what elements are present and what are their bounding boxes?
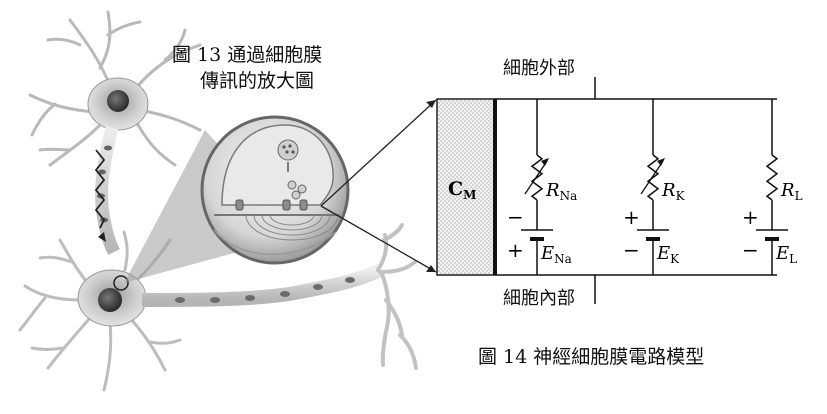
lower-axon-myelin-nodes (175, 277, 355, 303)
axon-terminals (376, 223, 418, 370)
branch-k: RK EK + − (623, 99, 686, 275)
battery-label: EK (656, 243, 680, 266)
zoom-line-bottom (320, 205, 437, 273)
resistor-label: RK (661, 180, 686, 203)
variable-arrow (524, 160, 548, 195)
inside-cell-label: 細胞內部 (503, 288, 575, 309)
battery-label: EL (775, 243, 797, 266)
polarity-sign-top: + (742, 205, 759, 229)
zoom-line-top (320, 99, 437, 207)
signal-zigzag-arrow (94, 149, 106, 229)
resistor-zigzag (530, 154, 544, 201)
neuron-illustration (18, 10, 437, 392)
battery-label: ENa (540, 243, 572, 266)
capacitor-label: CM (448, 178, 476, 202)
membrane-capacitor-block (436, 98, 496, 276)
figure13-caption-line1: 圖 13 通過細胞膜 (172, 44, 323, 66)
variable-arrowhead (657, 158, 665, 166)
signal-arrowhead (98, 232, 106, 242)
polarity-sign-bottom: + (507, 238, 524, 262)
resistor-zigzag (765, 154, 779, 201)
outside-cell-label: 細胞外部 (503, 58, 575, 79)
figure13-caption-line2: 傳訊的放大圖 (200, 70, 315, 92)
lower-axon (141, 263, 384, 307)
resistor-label: RL (780, 180, 803, 203)
variable-arrowhead (541, 158, 549, 166)
branch-l: RL EL + − (742, 99, 803, 275)
resistor-zigzag (646, 154, 660, 201)
figure14-caption: 圖 14 神經細胞膜電路模型 (478, 346, 705, 368)
polarity-sign-top: − (507, 205, 524, 229)
zoom-arrowhead-top (426, 100, 436, 108)
polarity-sign-top: + (623, 205, 640, 229)
synapse-highlight-circle (113, 275, 129, 291)
upper-neuron-nucleus (107, 90, 129, 112)
variable-arrow (640, 160, 664, 195)
polarity-sign-bottom: − (623, 238, 640, 262)
zoom-arrowhead-bottom (426, 265, 436, 272)
magnified-synapse (200, 115, 350, 265)
polarity-sign-bottom: − (742, 238, 759, 262)
lower-neuron-nucleus (98, 288, 122, 312)
resistor-label: RNa (545, 180, 577, 203)
